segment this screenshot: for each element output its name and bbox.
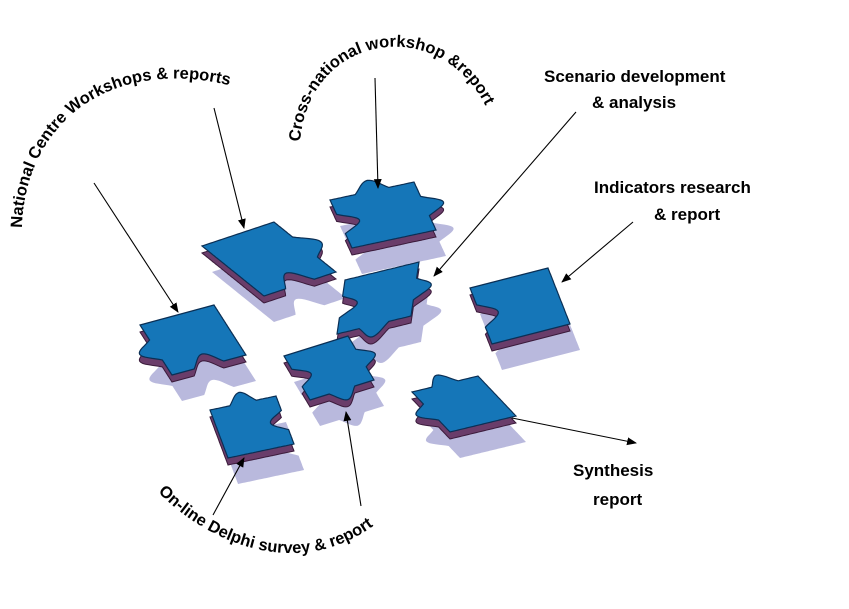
cross-national-label: Cross-national workshop &report	[286, 33, 498, 143]
puzzle-piece-icon	[200, 221, 338, 297]
scenario-label-line1: Scenario development	[544, 67, 726, 86]
indicators-label-line2: & report	[654, 205, 720, 224]
puzzle-piece-icon	[336, 261, 432, 338]
puzzle-piece-icon	[138, 304, 247, 376]
puzzle-piece-icon	[410, 374, 518, 433]
indicators-label-line1: Indicators research	[594, 178, 751, 197]
piece-cross-national	[329, 179, 454, 274]
arrow-scenario	[433, 111, 577, 277]
puzzle-piece-icon	[283, 335, 377, 401]
puzzle-piece-icon	[469, 267, 571, 345]
arrow-indicators	[561, 221, 634, 283]
delphi-label: On-line Delphi survey & report	[155, 482, 376, 557]
synthesis-label-line2: report	[593, 490, 642, 509]
piece-delphi-left	[209, 391, 304, 484]
piece-indicators	[469, 267, 580, 370]
national-centre-label: National Centre Workshops & reports	[8, 65, 233, 229]
puzzle-piece-icon	[329, 179, 445, 249]
arrow-synthesis	[511, 417, 637, 446]
puzzle-piece-icon	[209, 391, 295, 459]
arrow-workshops	[213, 107, 246, 229]
arrow-national-centre	[93, 182, 179, 313]
puzzle-pieces	[138, 179, 580, 484]
arrow-delphi-left	[212, 457, 245, 516]
piece-delphi-center	[283, 335, 386, 426]
arrow-delphi-center	[343, 411, 362, 507]
scenario-label-line2: & analysis	[592, 93, 676, 112]
piece-scenario	[336, 261, 442, 363]
arrow-cross-national	[373, 77, 382, 189]
piece-workshops	[200, 221, 346, 322]
piece-synthesis	[410, 374, 526, 458]
synthesis-label-line1: Synthesis	[573, 461, 653, 480]
piece-national-centre	[138, 304, 256, 401]
